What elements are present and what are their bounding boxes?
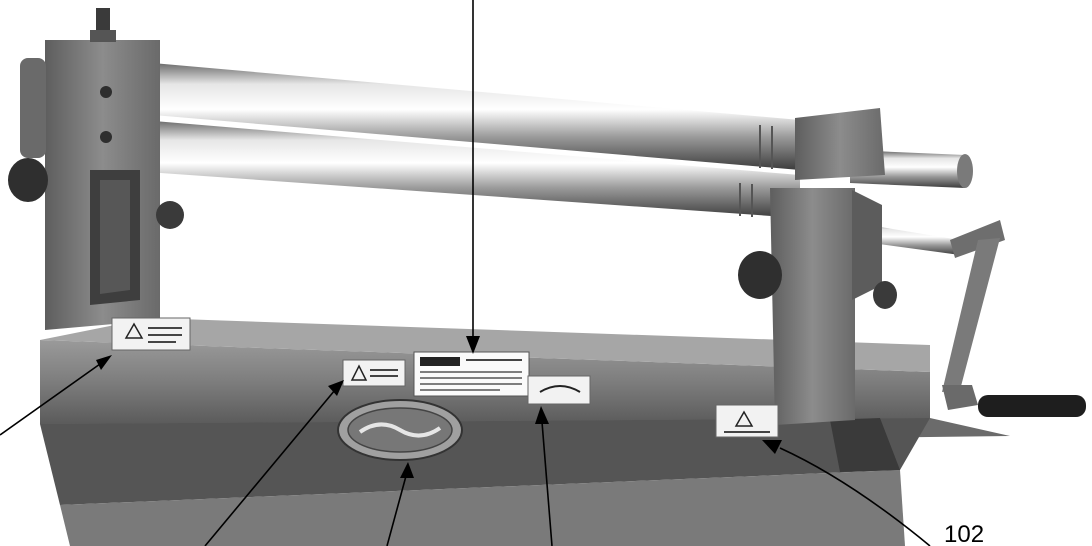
leader-line-logo xyxy=(386,475,407,546)
arrowhead-right xyxy=(762,440,782,454)
grizzly-logo-plate-icon xyxy=(337,399,463,461)
instruction-plate-icon xyxy=(413,351,530,397)
arrowhead-center-left xyxy=(328,380,344,396)
leader-line-center-left xyxy=(204,389,336,546)
warning-decal-left-icon xyxy=(111,317,191,351)
warning-decal-far-right-icon xyxy=(715,404,779,438)
callout-label-102: 102 xyxy=(944,523,985,546)
right-foot xyxy=(830,418,900,472)
left-adjust-screw xyxy=(90,8,116,42)
warning-decal-center-icon xyxy=(342,359,406,387)
leader-lines xyxy=(0,0,931,546)
left-rear-knob xyxy=(156,201,184,229)
warning-decal-right-icon xyxy=(527,375,591,405)
crank-grip xyxy=(978,395,1086,417)
arrowhead-logo xyxy=(400,462,414,478)
right-rear-knob xyxy=(873,281,897,309)
leader-line-center-right xyxy=(541,421,553,546)
leader-line-left xyxy=(0,363,101,436)
arrowhead-center-right xyxy=(535,406,549,424)
crank-handle xyxy=(942,220,1005,410)
arrowhead-top xyxy=(466,336,480,354)
right-tension-knob xyxy=(738,251,782,299)
lower-roll xyxy=(118,118,800,218)
left-end-frame xyxy=(20,40,160,330)
upper-roll xyxy=(118,60,800,170)
arrowhead-left xyxy=(96,355,112,370)
right-end-frame xyxy=(770,108,885,425)
left-tension-knob xyxy=(8,158,48,202)
leader-line-right xyxy=(779,447,931,546)
